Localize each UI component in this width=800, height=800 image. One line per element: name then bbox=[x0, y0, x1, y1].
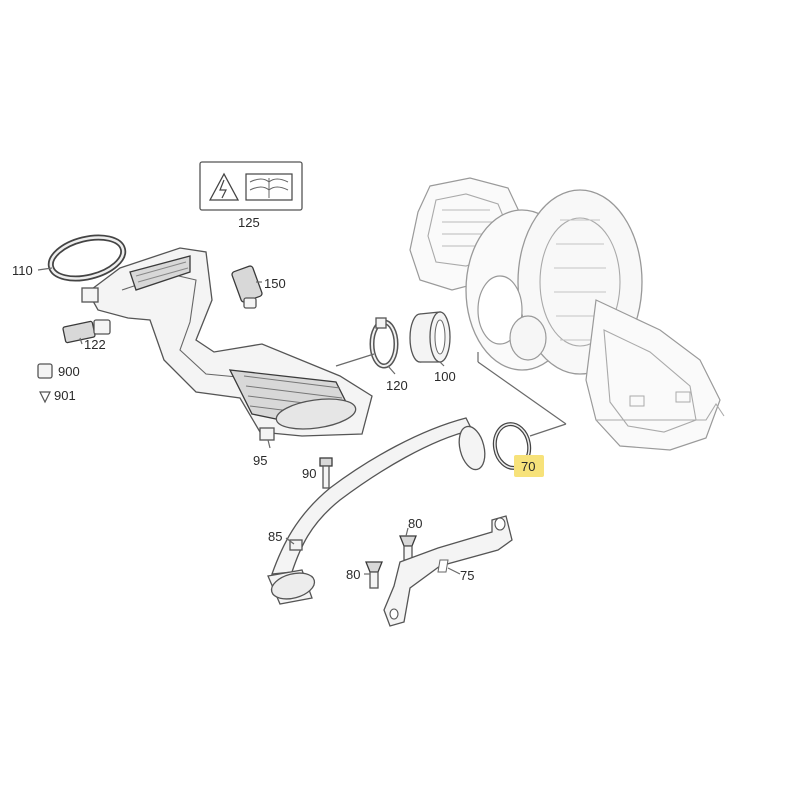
bolt-90 bbox=[319, 457, 333, 489]
callout-110: 110 bbox=[12, 263, 33, 278]
warning-label-part bbox=[199, 161, 303, 211]
sensor-122 bbox=[62, 319, 111, 344]
callout-125: 125 bbox=[238, 215, 260, 230]
leader-lines bbox=[37, 267, 567, 575]
callout-150: 150 bbox=[264, 276, 286, 291]
pipe-85 bbox=[267, 417, 486, 605]
seal-ring-110 bbox=[47, 234, 127, 282]
fitting-900 bbox=[37, 363, 53, 379]
callout-80-upper: 80 bbox=[408, 516, 422, 531]
callout-901: 901 bbox=[54, 388, 76, 403]
bolt-80-lower bbox=[365, 561, 383, 589]
turbocharger bbox=[409, 177, 725, 451]
callout-75: 75 bbox=[460, 568, 474, 583]
callout-100: 100 bbox=[434, 369, 456, 384]
intake-duct-95 bbox=[81, 247, 373, 441]
bracket-75 bbox=[383, 515, 513, 627]
sleeve-100 bbox=[409, 311, 451, 363]
callout-900: 900 bbox=[58, 364, 80, 379]
clamp-120 bbox=[369, 317, 399, 369]
callout-122: 122 bbox=[84, 337, 106, 352]
callout-80-lower: 80 bbox=[346, 567, 360, 582]
callout-70: 70 bbox=[521, 459, 535, 474]
sensor-150 bbox=[231, 265, 263, 309]
callout-120: 120 bbox=[386, 378, 408, 393]
callout-90: 90 bbox=[302, 466, 316, 481]
callout-85: 85 bbox=[268, 529, 282, 544]
callout-95: 95 bbox=[253, 453, 267, 468]
fitting-901 bbox=[39, 391, 51, 404]
callout-highlight bbox=[514, 455, 544, 477]
